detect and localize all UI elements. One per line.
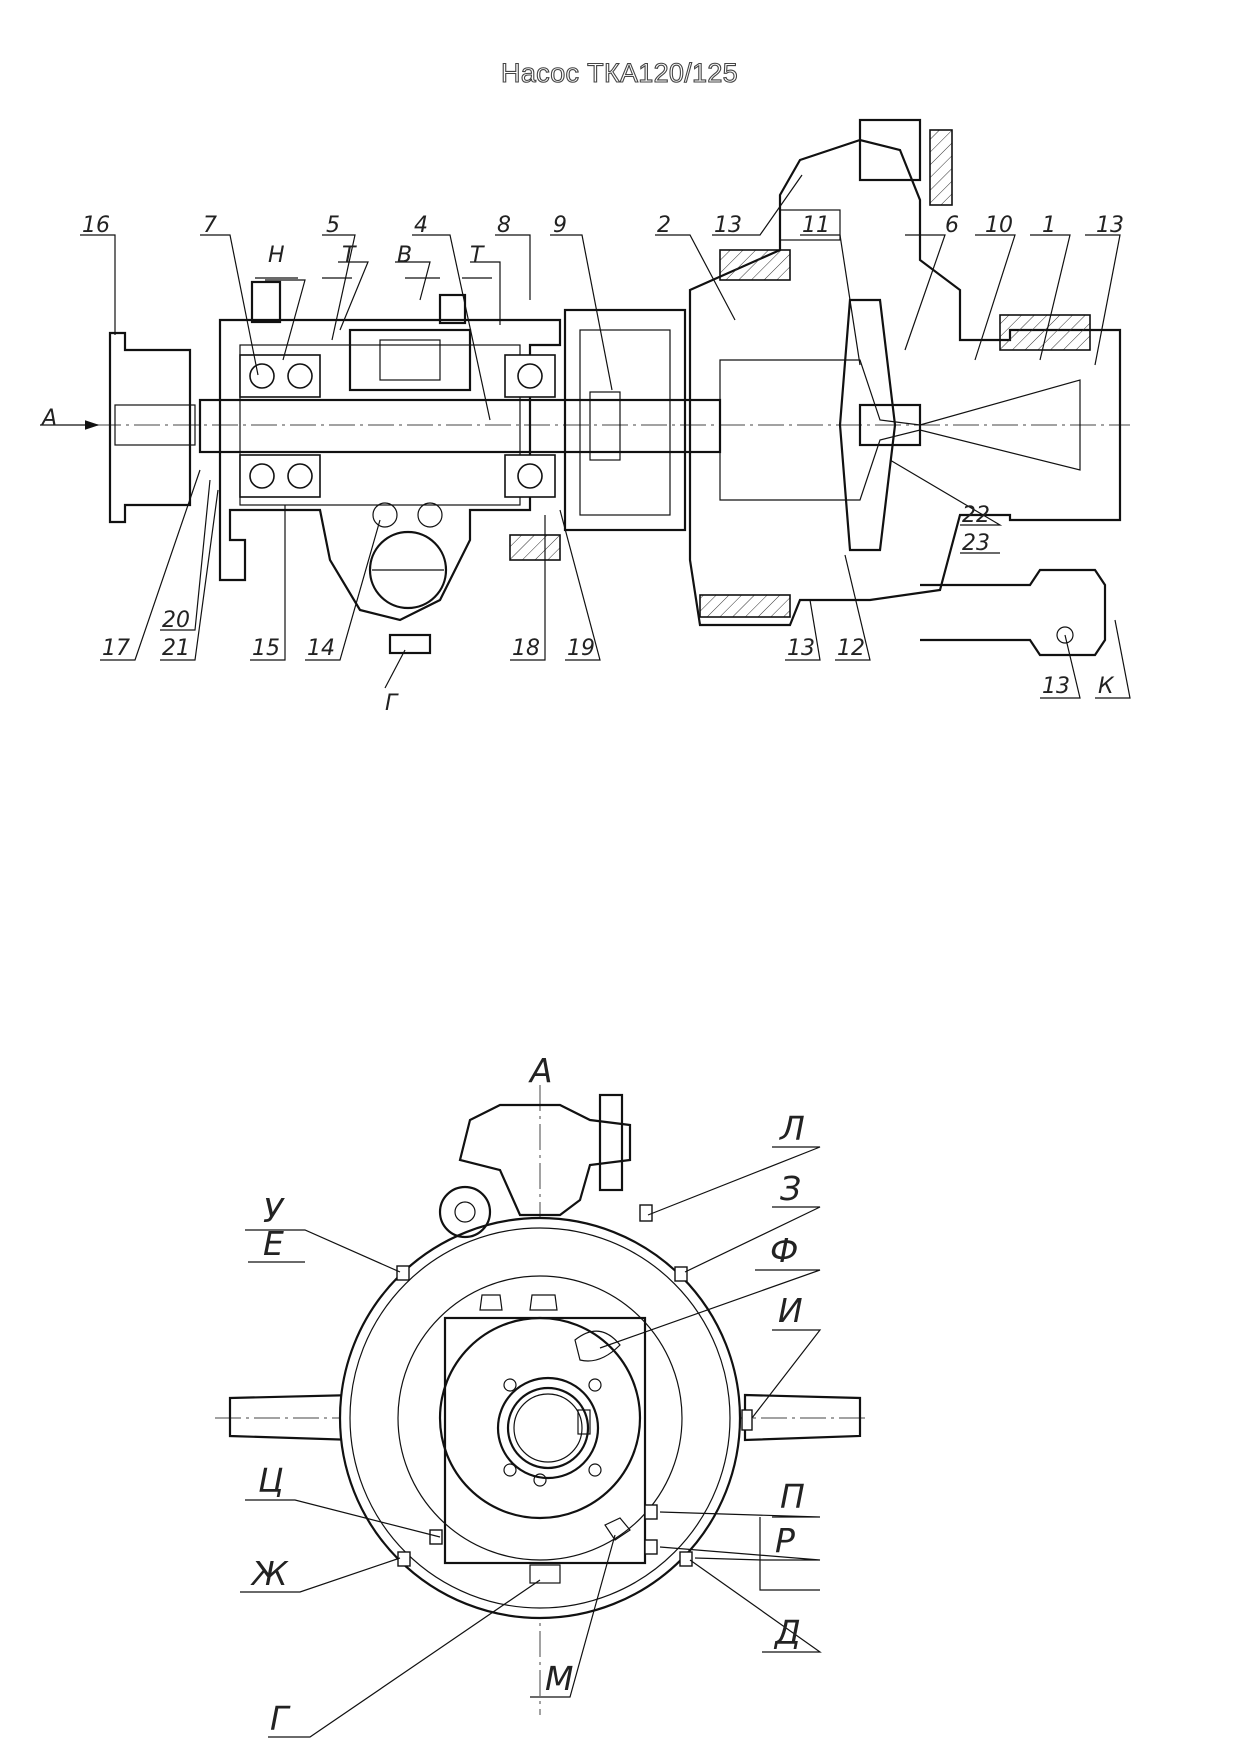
end-view-label: П [780, 1477, 805, 1516]
part-label: 21 [162, 636, 190, 661]
part-label: 17 [102, 636, 130, 661]
zone-label: Т [342, 243, 357, 268]
part-label: 6 [945, 213, 959, 238]
zone-label: К [1098, 674, 1115, 699]
end-view-label: Ж [250, 1554, 289, 1593]
end-view-label: Е [263, 1224, 284, 1263]
drawing-title: Насос ТКА120/125 [500, 57, 738, 88]
end-view-label: Л [779, 1109, 805, 1148]
part-label: 5 [326, 213, 340, 238]
end-view-label: М [545, 1659, 573, 1698]
part-label: 7 [203, 213, 217, 238]
pump-end-view [215, 1085, 870, 1715]
part-label: 1 [1042, 213, 1056, 238]
part-label: 18 [512, 636, 540, 661]
part-label: 13 [1096, 213, 1124, 238]
end-view-label: Р [775, 1521, 795, 1560]
part-label: 15 [252, 636, 280, 661]
end-view-label: Д [773, 1613, 801, 1652]
part-label: 13 [1042, 674, 1070, 699]
part-label: 19 [567, 636, 595, 661]
zone-label: Н [268, 243, 285, 268]
end-view-label: У [263, 1191, 285, 1230]
end-view-label: Г [270, 1699, 291, 1738]
end-view-label: Ц [258, 1461, 284, 1500]
end-view-label: З [780, 1169, 801, 1208]
part-label: 13 [787, 636, 815, 661]
part-label: 2 [657, 213, 671, 238]
part-label: 12 [837, 636, 865, 661]
part-label: 23 [962, 531, 990, 556]
section-labels: A 16 7 5 4 8 9 2 13 11 6 10 1 13 17 20 2… [40, 213, 1124, 716]
view-arrow-label: A [40, 406, 57, 431]
end-view-title: А [528, 1051, 553, 1090]
part-label: 16 [82, 213, 110, 238]
zone-label: Т [470, 243, 485, 268]
end-view-label: Ф [770, 1231, 798, 1270]
part-label: 13 [714, 213, 742, 238]
part-label: 4 [414, 213, 428, 238]
part-label: 20 [162, 608, 190, 633]
end-view-leaders [240, 1146, 822, 1738]
pump-section-view [40, 118, 1130, 657]
part-label: 22 [962, 503, 990, 528]
zone-label: Г [385, 691, 399, 716]
part-label: 11 [802, 213, 830, 238]
part-label: 10 [985, 213, 1013, 238]
part-label: 9 [553, 213, 567, 238]
end-view-labels: А У Е Л З Ф И Ц Ж П Р Д М Г [250, 1051, 805, 1738]
part-label: 14 [307, 636, 335, 661]
end-view-label: И [778, 1291, 803, 1330]
zone-label: В [397, 243, 412, 268]
part-label: 8 [497, 213, 511, 238]
section-leaders [80, 174, 1131, 699]
